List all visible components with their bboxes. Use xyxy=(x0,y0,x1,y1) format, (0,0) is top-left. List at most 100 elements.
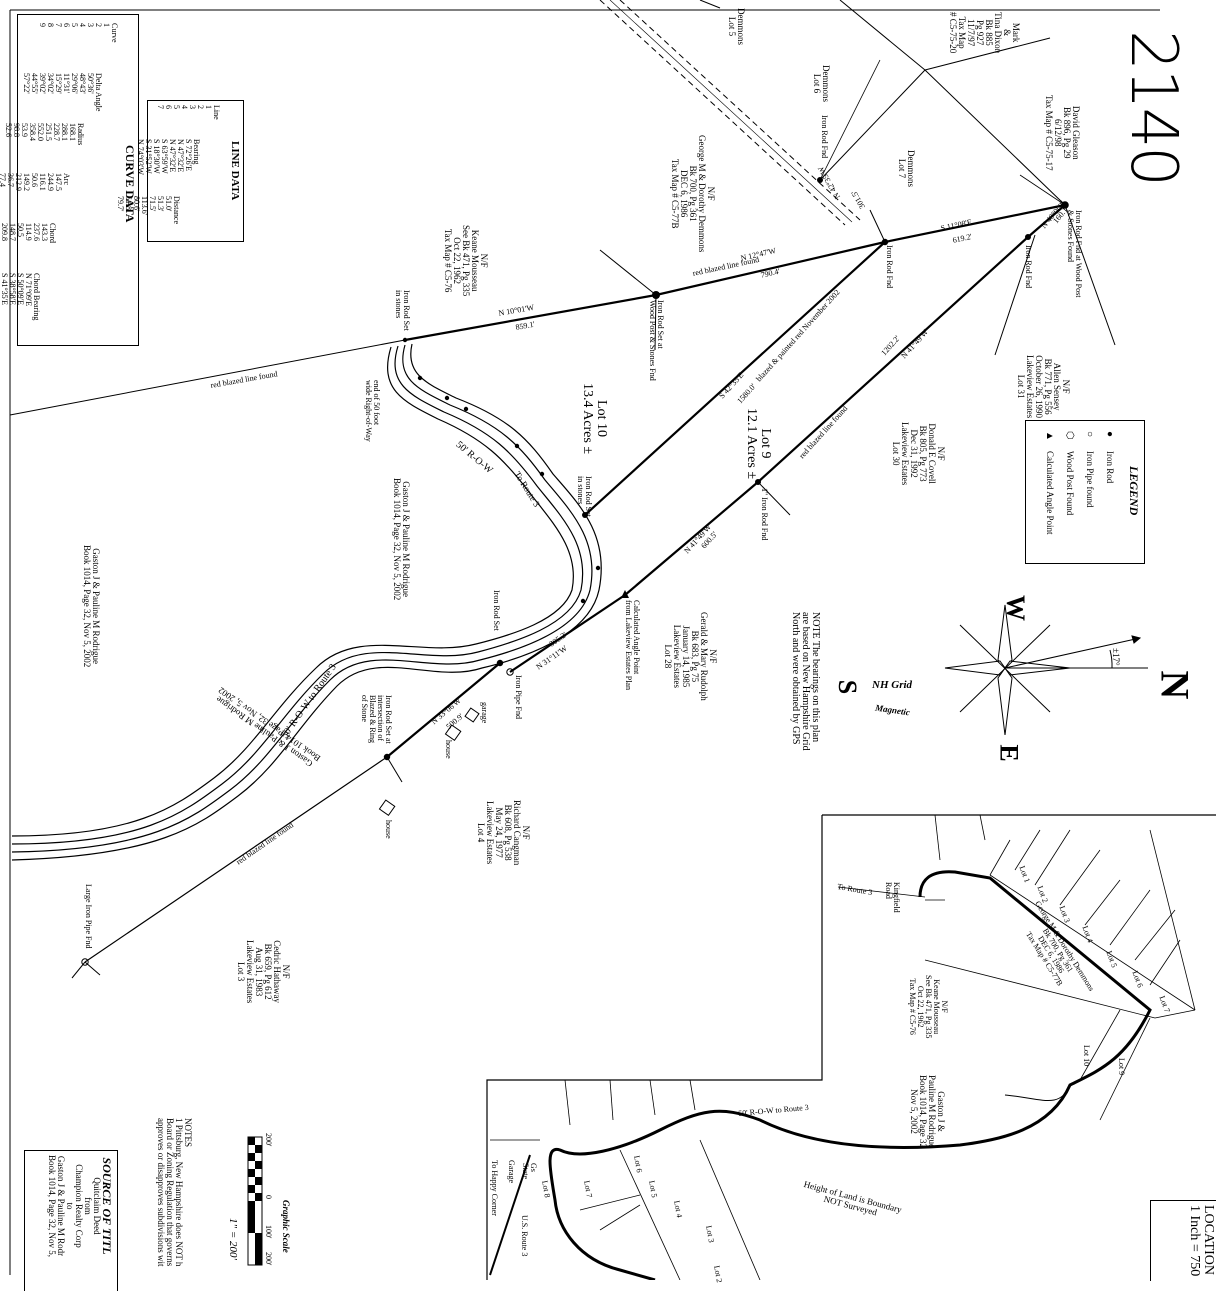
compass-rose-icon xyxy=(944,604,1148,736)
compass-west-label: W xyxy=(1001,595,1030,621)
owner-line: Gaston J & Pauline M Rodrigue xyxy=(401,481,411,597)
owner-line: Lakeview Estates xyxy=(672,624,682,688)
owner-line: # C5-75-20 xyxy=(948,12,958,54)
owner-line: October 26, 1990 xyxy=(1034,355,1044,418)
owner-line: Bk 771, Pg 556 xyxy=(1043,358,1053,415)
loc-lot: Lot 7 xyxy=(1157,994,1172,1014)
owner-line: Book 1014, Page 32, Nov 5, 2002 xyxy=(392,478,402,601)
owner-line: Bk 805, Pg 773 xyxy=(918,425,928,482)
owner-line: Donald E Covell xyxy=(927,423,937,484)
loc-demmons: George M & Dorothy Demmons Bk 700, Pg 36… xyxy=(1024,899,1097,993)
owner-line: 6/12/98 xyxy=(1053,119,1063,147)
distance-3: 619.2' xyxy=(951,231,973,245)
property-line xyxy=(839,0,926,71)
loc-gs-state: Gs State xyxy=(521,1163,538,1179)
owner-line: Richard Cangman xyxy=(512,800,522,866)
loc-lot: Lot 6 xyxy=(1130,969,1145,989)
loc-mousseau: N/F Keane Mousseau See Bk 471, Pg 335 Oc… xyxy=(908,975,949,1039)
owner-line: Lot 4 xyxy=(476,822,486,843)
owner-line: Tax Map # C5-75-17 xyxy=(1044,95,1054,171)
iron-rod-set-label: Iron Rod Set xyxy=(492,590,501,631)
owner-line: Keane Mousseau xyxy=(470,229,480,292)
compass-south-label: S xyxy=(833,679,863,695)
red-blazed-line-south xyxy=(84,756,388,963)
owner-line: N/F xyxy=(521,825,531,840)
iron-pipe-fnd-label: Iron Pipe Fnd xyxy=(514,675,523,719)
owner-line: Bk 896, Pg 29 xyxy=(1062,107,1072,159)
compass-north-label: N xyxy=(1152,670,1198,700)
house-label: house xyxy=(444,740,453,759)
owner-line: Lakeview Estates xyxy=(1025,355,1035,419)
loc-lot10: Lot 10 xyxy=(1082,1045,1091,1067)
owner-line: DEC 6, 1986 xyxy=(679,170,689,218)
loc-height-of-land: Height of Land is Boundary NOT Surveyed xyxy=(802,1179,903,1218)
loc-to-route3: To Route 3 xyxy=(836,882,874,898)
owner-line: Gaston J & Pauline M Rodrigue xyxy=(91,548,101,664)
loc-us-route3: U.S. Route 3 xyxy=(520,1215,529,1257)
owner-line: & xyxy=(1002,29,1012,37)
owner-line: N/F xyxy=(281,964,291,979)
owner-line: Lot 5 xyxy=(727,16,737,37)
loc-lot: Lot 3 xyxy=(1057,904,1072,924)
iron-rod-1in-label: 1" Iron Rod Fnd xyxy=(760,488,769,541)
owner-line: Demmons xyxy=(821,65,831,102)
iron-rod-wood-post-label: Iron Rod Fnd at Wood Post & Stones Found xyxy=(1066,210,1083,298)
owner-line: Allen Sensey xyxy=(1052,362,1062,411)
garage-label: garage xyxy=(480,702,489,724)
owner-line: David Gleason xyxy=(1071,105,1081,160)
loc-lot-south: Lot 2 xyxy=(712,1264,724,1284)
loc-lot-south: Lot 6 xyxy=(632,1154,644,1174)
owner-line: Gerald & Mary Rudolph xyxy=(699,612,709,701)
owner-line: Aug 31, 1983 xyxy=(254,946,264,997)
iron-rod-set-stones-label: Iron Rod Set in stones xyxy=(394,290,411,331)
iron-rod-fnd-label-3: Iron Rod Fnd xyxy=(1024,245,1033,289)
owner-line: 11/7/97 xyxy=(966,19,976,47)
magnetic-label: Magnetic xyxy=(874,702,911,718)
house-label-2: house xyxy=(384,820,393,839)
loc-rodrigue: Gaston J & Pauline M Rodrigue Book 1014,… xyxy=(909,1075,946,1148)
end-of-row-label: end of 50 foot wide Right-of-Way xyxy=(364,380,381,442)
loc-lot-south: Lot 7 xyxy=(582,1179,594,1199)
distance-2: 790.4' xyxy=(759,266,781,280)
owner-line: Bk 885 xyxy=(984,19,994,46)
calculated-angle-point xyxy=(621,590,629,598)
distance-10: 301.5' xyxy=(849,189,867,211)
loc-lot: Lot 1 xyxy=(1017,864,1032,884)
loc-lot-south: Lot 3 xyxy=(704,1224,716,1244)
loc-lot-south: Lot 4 xyxy=(672,1199,684,1219)
bearings-note: NOTE The bearings on this plan are based… xyxy=(790,612,821,751)
loc-lot-south: Lot 5 xyxy=(647,1179,659,1199)
graphic-scale-title: Graphic Scale xyxy=(281,1200,291,1253)
bearing-3: S 11°08'E xyxy=(939,217,973,233)
owner-line: N/F xyxy=(1061,379,1071,394)
bearing-1: N 10°01'W xyxy=(497,302,535,318)
lot9-label: Lot 9 12.1 Acres ± xyxy=(744,408,773,480)
owner-line: Dec 31, 1992 xyxy=(909,429,919,478)
distance-4: 1580.0' xyxy=(735,381,758,406)
row-50-label: 50' R-O-W xyxy=(453,439,495,477)
survey-boundary xyxy=(386,203,1066,758)
owner-line: See Bk 471, Pg 335 xyxy=(461,225,471,297)
row-to-route3-label: 50' R-O-W to Route 3 xyxy=(279,662,339,741)
iron-rod-intersection-label: Iron Rod Set at intersection of Blazed &… xyxy=(360,695,393,744)
building-symbols xyxy=(378,707,480,817)
legend-box: LEGEND ●Iron Rod○Iron Pipe found⬡Wood Po… xyxy=(1025,420,1145,564)
owner-line: January 14, 1985 xyxy=(681,625,691,688)
right-of-way-road xyxy=(11,343,602,861)
loc-lot: Lot 5 xyxy=(1104,949,1119,969)
red-blazed-painted-label: blazed & painted red November 2002 xyxy=(754,287,842,384)
loc-lot9: Lot 9 xyxy=(1117,1058,1126,1076)
graphic-scale-bar xyxy=(247,1136,263,1266)
owner-line: Demmons xyxy=(736,8,746,45)
owner-line: N/F xyxy=(706,186,716,201)
owner-line: Lot 31 xyxy=(1016,374,1026,399)
owner-line: Lakeview Estates xyxy=(245,940,255,1004)
owner-line: Tax Map # C5-76 xyxy=(443,228,453,293)
